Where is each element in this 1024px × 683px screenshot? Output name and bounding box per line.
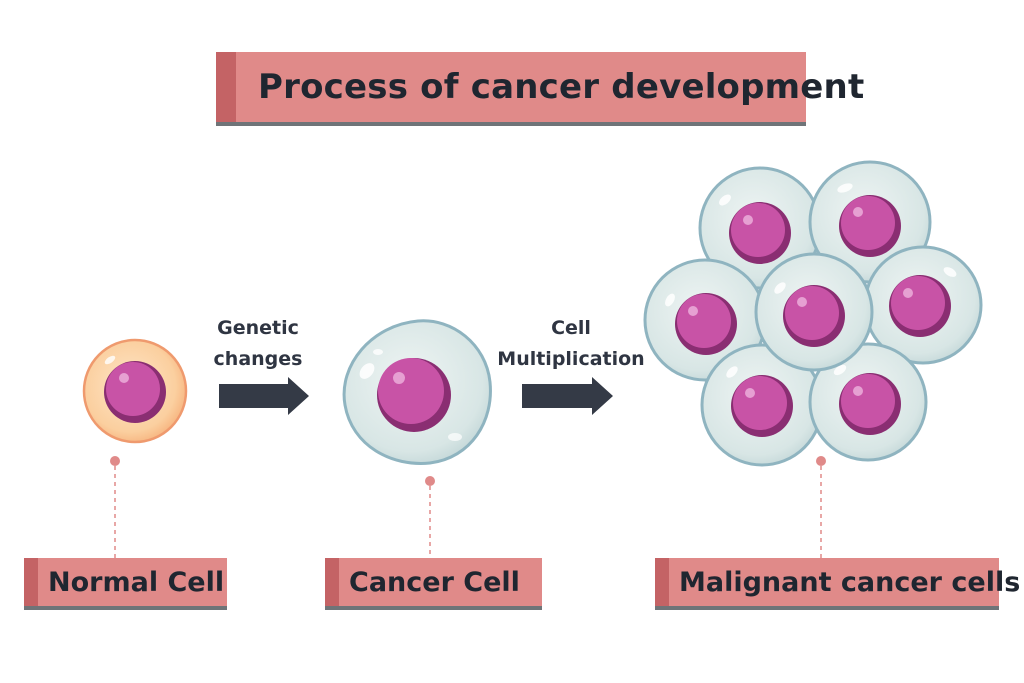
normal-cell-text: Normal Cell <box>48 566 225 598</box>
leader-cancer <box>425 476 435 558</box>
banner-tab <box>24 558 38 606</box>
page-title: Process of cancer development <box>258 67 865 107</box>
banner-tab <box>655 558 669 606</box>
malignant-cells-text: Malignant cancer cells <box>679 566 1021 598</box>
banner-tab <box>216 52 236 122</box>
normal-cell <box>82 338 188 444</box>
arrow-genetic-changes <box>219 377 309 415</box>
malignant-cell <box>754 252 874 372</box>
malignant-cell <box>863 245 983 365</box>
malignant-cell <box>700 343 824 467</box>
genetic-changes-caption: Genetic changes <box>206 313 310 375</box>
banner-tab <box>325 558 339 606</box>
caption-line: changes <box>213 348 303 370</box>
caption-line: Genetic <box>217 317 299 339</box>
cell-multiplication-caption: Cell Multiplication <box>496 313 646 375</box>
malignant-cell <box>808 342 928 462</box>
arrow-cell-multiplication <box>522 377 613 415</box>
malignant-cells-label: Malignant cancer cells <box>655 558 1020 610</box>
malignant-cluster <box>643 160 983 467</box>
cancer-cell <box>342 319 492 465</box>
cancer-cell-text: Cancer Cell <box>349 566 520 598</box>
title-banner: Process of cancer development <box>216 52 864 126</box>
leader-malignant <box>816 456 826 558</box>
caption-line: Cell <box>551 317 591 339</box>
normal-cell-label: Normal Cell <box>24 558 227 610</box>
leader-normal <box>110 456 120 558</box>
caption-line: Multiplication <box>497 348 645 370</box>
cancer-cell-label: Cancer Cell <box>325 558 542 610</box>
